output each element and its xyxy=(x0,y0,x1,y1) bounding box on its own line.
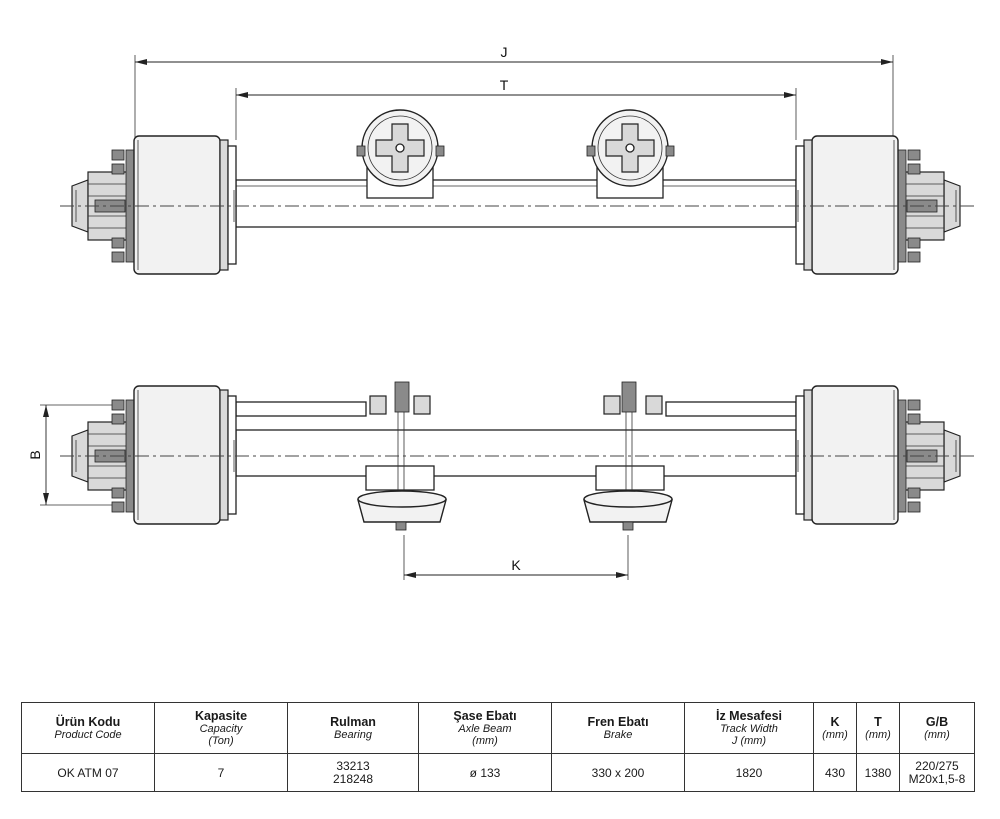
cell-gb: 220/275 M20x1,5-8 xyxy=(899,753,975,792)
dimension-j-label: J xyxy=(501,44,508,60)
cell-k: 430 xyxy=(813,753,857,792)
header-track-width: İz Mesafesi Track Width J (mm) xyxy=(684,702,814,754)
axle-technical-drawing: J T B xyxy=(27,44,975,580)
cell-track-width: 1820 xyxy=(684,753,814,792)
table-header-row: Ürün Kodu Product Code Kapasite Capacity… xyxy=(21,702,975,754)
header-product-code: Ürün Kodu Product Code xyxy=(21,702,155,754)
header-t: T (mm) xyxy=(856,702,900,754)
cell-t: 1380 xyxy=(856,753,900,792)
dimension-t-label: T xyxy=(500,77,509,93)
header-bearing: Rulman Bearing xyxy=(287,702,419,754)
wheel-hub-right-top xyxy=(795,135,961,275)
specification-table: Ürün Kodu Product Code Kapasite Capacity… xyxy=(21,702,975,792)
wheel-hub-right-front xyxy=(795,385,961,525)
cell-axle-beam: ø 133 xyxy=(418,753,552,792)
header-gb: G/B (mm) xyxy=(899,702,975,754)
brake-chamber-left-top xyxy=(356,109,445,199)
cell-capacity: 7 xyxy=(154,753,288,792)
header-brake: Fren Ebatı Brake xyxy=(551,702,685,754)
brake-chamber-right-front xyxy=(583,381,673,531)
dimension-b-label: B xyxy=(27,450,43,459)
cell-brake: 330 x 200 xyxy=(551,753,685,792)
table-row: OK ATM 07 7 33213 218248 ø 133 330 x 200… xyxy=(21,753,975,792)
dimension-k-label: K xyxy=(511,557,521,573)
wheel-hub-left-front xyxy=(71,385,237,525)
wheel-hub-left-top xyxy=(71,135,237,275)
brake-chamber-right-top xyxy=(586,109,675,199)
header-axle-beam: Şase Ebatı Axle Beam (mm) xyxy=(418,702,552,754)
header-capacity: Kapasite Capacity (Ton) xyxy=(154,702,288,754)
brake-chamber-left-front xyxy=(357,381,447,531)
cell-product-code: OK ATM 07 xyxy=(21,753,155,792)
header-k: K (mm) xyxy=(813,702,857,754)
cell-bearing: 33213 218248 xyxy=(287,753,419,792)
